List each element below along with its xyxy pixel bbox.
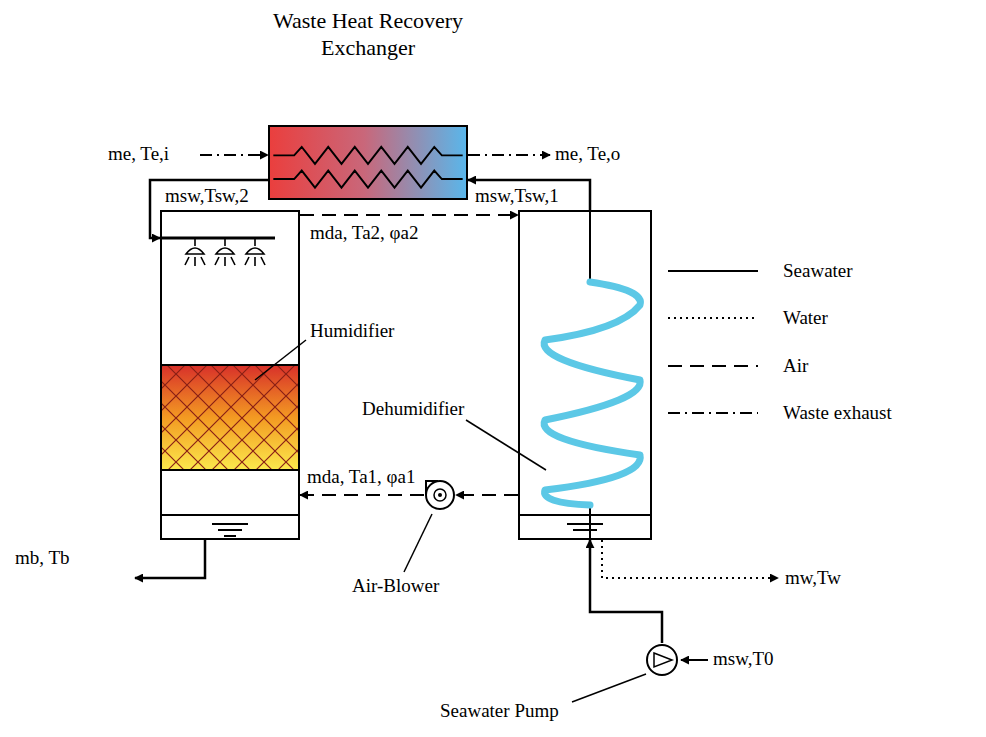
spray-bar: [160, 237, 275, 240]
drawing-stroke: [572, 674, 646, 702]
drawing-stroke: [668, 412, 758, 414]
seawater-flow: [468, 180, 590, 210]
blower-outlet: [426, 481, 438, 495]
heat-exchanger: Waste Heat Recovery Exchanger: [268, 125, 468, 200]
component-label: Humidifier: [310, 320, 394, 342]
seawater-pump: Seawater Pump: [645, 643, 679, 677]
pump-casing: [647, 645, 677, 675]
air-blower: Air-Blower: [424, 479, 456, 511]
air-flow: [300, 214, 518, 216]
drawing-stroke: [404, 514, 432, 572]
exhaust-in: [200, 154, 268, 156]
air-flow: [456, 494, 518, 496]
component-label: Air-Blower: [352, 575, 439, 597]
water-pipe: [602, 540, 778, 578]
seawater-inlet: [681, 659, 708, 661]
drawing-stroke: [668, 365, 758, 367]
dehumidifier-column: Dehumidifier: [518, 210, 652, 540]
drawing-stroke: [245, 238, 265, 266]
flow-label: mda, Ta2, φa2: [308, 222, 420, 244]
air-blower-symbol: [424, 479, 456, 511]
basin: [160, 515, 652, 536]
pump-impeller: [654, 653, 672, 667]
legend-text: Air: [783, 355, 808, 377]
flow-label: mda, Ta1, φa1: [305, 466, 417, 488]
legend-text: Water: [783, 307, 828, 329]
drawing-stroke: [518, 514, 652, 516]
drawing-stroke: [212, 524, 248, 536]
exchanger-coil: [273, 171, 462, 188]
exchanger-coil: [273, 147, 462, 164]
flow-label: msw,Tsw,1: [473, 185, 561, 207]
legend-text: Seawater: [783, 260, 853, 282]
flow-label: mb, Tb: [15, 547, 70, 569]
cooling-coil: [544, 282, 640, 505]
flow-label: mw,Tw: [785, 567, 841, 589]
humidifier-column: Humidifier: [160, 210, 300, 540]
leader-line: [255, 340, 646, 702]
flow-label: msw,T0: [713, 648, 774, 670]
heat-exchanger-symbol: [270, 127, 466, 198]
seawater-pump-symbol: [645, 643, 679, 677]
seawater-flow: [590, 540, 662, 643]
drawing-stroke: [567, 524, 603, 530]
drawing-stroke: [668, 317, 758, 319]
drawing-stroke: [466, 420, 546, 470]
packing-hatch: [160, 365, 300, 470]
seawater-flow: [150, 180, 268, 238]
legend-text: Waste exhaust: [783, 402, 892, 424]
component-label: Seawater Pump: [440, 700, 559, 722]
drawing-stroke: [185, 238, 205, 266]
flow-label: msw,Tsw,2: [163, 185, 251, 207]
component-title: Waste Heat Recovery Exchanger: [253, 7, 483, 61]
blower-impeller: [434, 489, 446, 501]
drawing-stroke: [668, 270, 758, 272]
blower-hub: [438, 493, 442, 497]
component-label: Dehumidifier: [362, 398, 464, 420]
packing-border: [160, 365, 300, 470]
air-flow: [300, 494, 424, 496]
drawing-stroke: [160, 514, 300, 516]
brine-pipe: [135, 540, 205, 578]
coil-lead: [589, 210, 591, 540]
packing: [160, 365, 300, 470]
exhaust-out: [468, 154, 550, 156]
flow-label: me, Te,i: [108, 143, 169, 165]
legend-sample: [668, 271, 758, 413]
flow-label: me, Te,o: [555, 143, 620, 165]
spray-nozzles: [185, 238, 265, 266]
blower-casing: [426, 481, 454, 509]
drawing-stroke: [215, 238, 235, 266]
